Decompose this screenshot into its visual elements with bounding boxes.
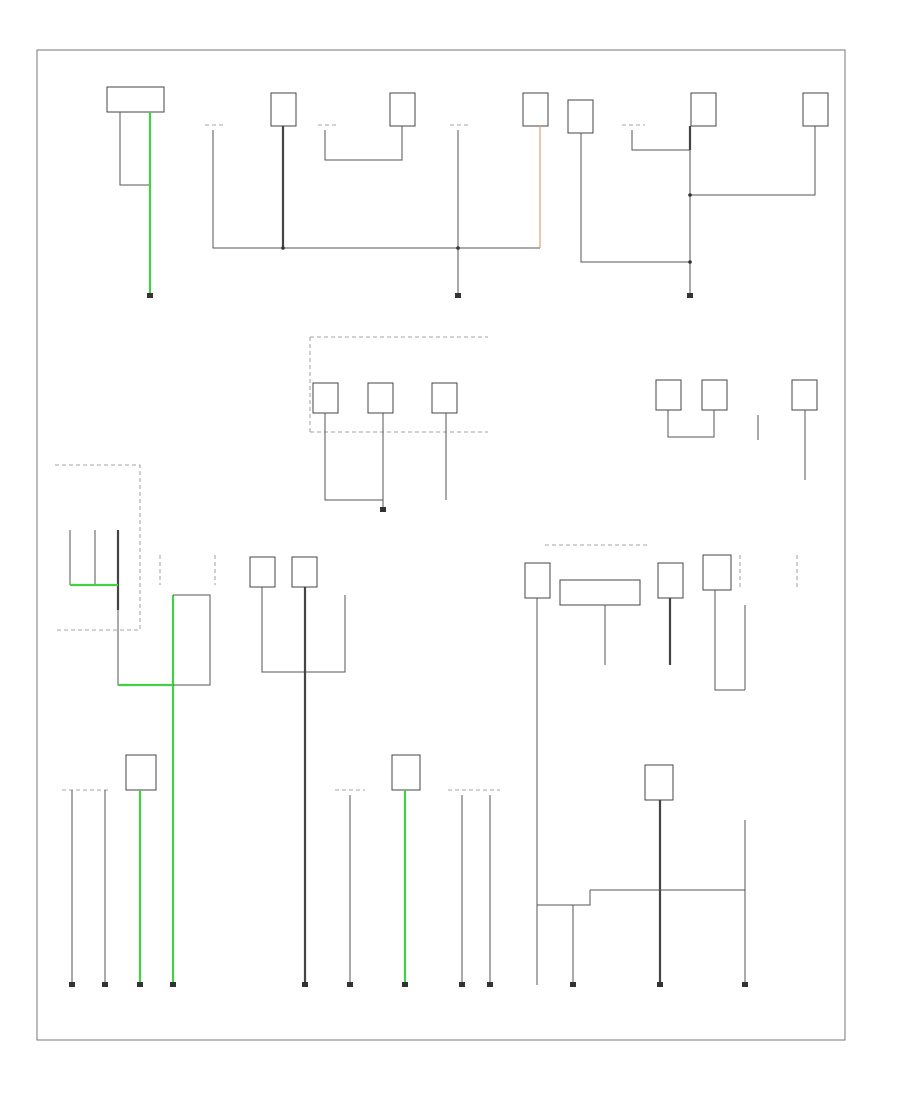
component-box xyxy=(389,92,416,127)
wire xyxy=(631,130,690,151)
component-box xyxy=(802,92,829,127)
wire xyxy=(667,410,715,438)
component-box xyxy=(657,562,684,599)
wire xyxy=(117,610,173,686)
ground-symbol-icon xyxy=(102,982,108,987)
wire xyxy=(324,413,383,501)
ground-symbol-icon xyxy=(170,982,176,987)
ground-symbol-icon xyxy=(347,982,353,987)
module-enclosure xyxy=(55,464,141,631)
wire xyxy=(690,126,816,196)
component-box xyxy=(106,86,165,113)
component-box xyxy=(391,754,421,791)
splice-dot xyxy=(688,193,692,197)
wire xyxy=(212,130,540,249)
diagram-frame xyxy=(36,49,846,1041)
component-box xyxy=(270,92,297,127)
wire xyxy=(261,587,305,673)
wire xyxy=(324,126,403,161)
component-box xyxy=(312,382,339,414)
component-box xyxy=(702,554,732,591)
splice-dot xyxy=(456,246,460,250)
top-section xyxy=(106,86,829,298)
ground-symbol-icon xyxy=(380,507,386,512)
ground-symbol-icon xyxy=(69,982,75,987)
wire xyxy=(714,590,745,691)
wire xyxy=(572,890,591,985)
ground-symbol-icon xyxy=(657,982,663,987)
ground-symbol-icon xyxy=(147,293,153,298)
component-box xyxy=(559,579,641,606)
ground-symbol-icon xyxy=(302,982,308,987)
ground-symbol-icon xyxy=(137,982,143,987)
lower-section xyxy=(55,464,798,987)
ground-symbol-icon xyxy=(742,982,748,987)
wire xyxy=(173,594,211,686)
connector-outline xyxy=(159,555,216,585)
middle-section xyxy=(309,336,818,512)
splice-dot xyxy=(688,260,692,264)
ground-symbol-icon xyxy=(487,982,493,987)
ground-symbol-icon xyxy=(570,982,576,987)
component-box xyxy=(249,556,276,588)
component-box xyxy=(567,99,594,134)
component-box xyxy=(690,92,717,127)
component-box xyxy=(524,562,551,599)
ground-symbol-icon xyxy=(459,982,465,987)
component-box xyxy=(367,382,394,414)
component-box xyxy=(431,382,458,414)
component-box xyxy=(522,92,549,127)
ground-symbol-icon xyxy=(455,293,461,298)
connector-outline xyxy=(739,555,798,590)
component-box xyxy=(655,379,682,411)
wire xyxy=(305,595,346,673)
splice-dot xyxy=(281,246,285,250)
component-box xyxy=(701,379,728,411)
ground-symbol-icon xyxy=(402,982,408,987)
component-box xyxy=(125,754,157,791)
component-box xyxy=(644,764,674,801)
wire xyxy=(580,133,690,263)
component-box xyxy=(791,379,818,411)
wire xyxy=(119,112,150,186)
component-box xyxy=(291,556,318,588)
ground-symbol-icon xyxy=(687,293,693,298)
